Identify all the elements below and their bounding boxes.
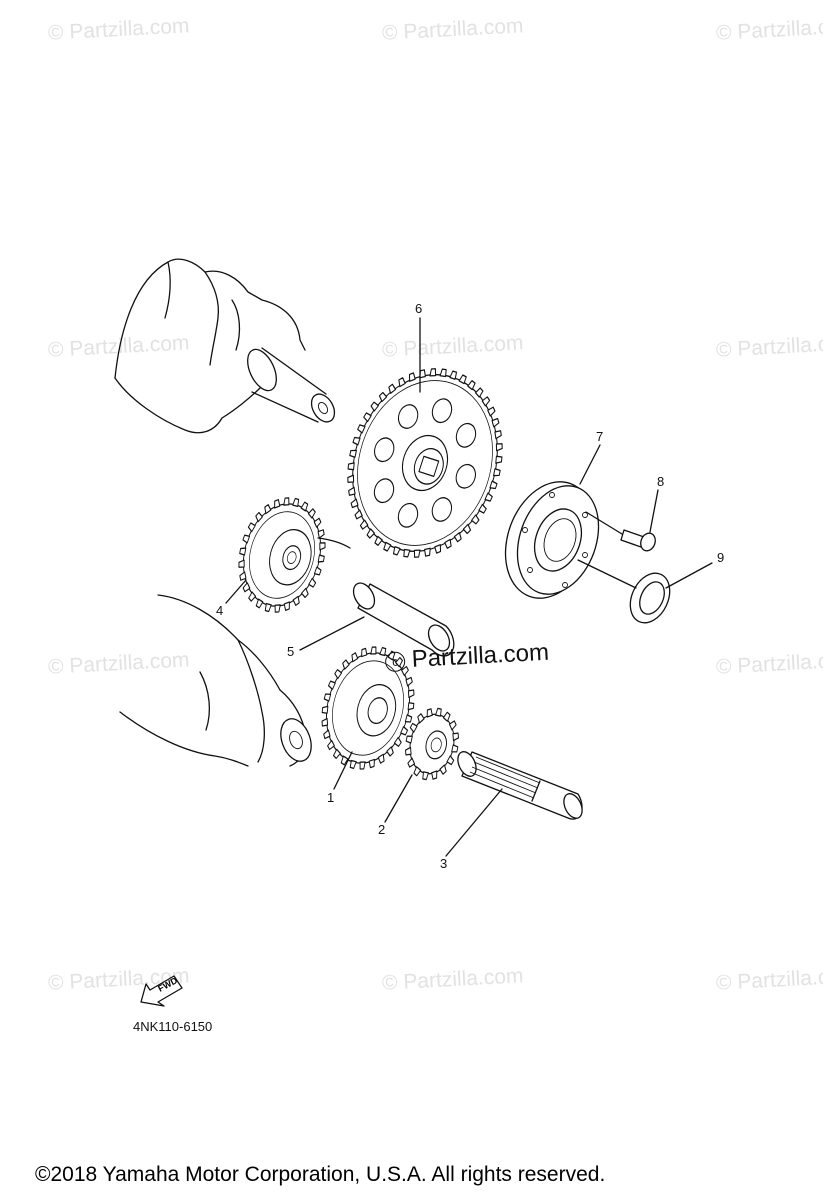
gear-4-illustration (238, 497, 351, 613)
gear-tooth (405, 734, 413, 744)
pin-5-illustration (352, 582, 455, 657)
gear-tooth (495, 442, 503, 452)
callout-2: 2 (378, 822, 386, 837)
gear-tooth (350, 498, 359, 510)
gear-tooth (434, 707, 443, 717)
gear-tooth (360, 647, 368, 658)
washer-9-illustration (577, 559, 671, 624)
crankcase-illustration (119, 594, 312, 767)
gear-tooth (402, 548, 411, 558)
gear-tooth (283, 497, 291, 506)
gear-tooth (439, 368, 448, 378)
gear-tooth (408, 371, 416, 382)
gear-tooth (321, 717, 329, 728)
gear-tooth (321, 705, 329, 715)
center-watermark-text: Partzilla.com (411, 638, 550, 673)
gear-tooth (458, 373, 468, 385)
callout-4: 4 (216, 603, 224, 618)
bolt-8-illustration (585, 511, 656, 552)
gear-tooth (273, 498, 281, 509)
gear-tooth (434, 544, 442, 555)
gear-tooth (423, 547, 432, 557)
callout-8: 8 (657, 474, 665, 489)
crankshaft-illustration (114, 258, 336, 434)
starter-clutch-7-illustration (504, 481, 600, 599)
callout-6: 6 (415, 301, 423, 316)
callout-3: 3 (440, 856, 448, 871)
callout-leaders (225, 317, 713, 857)
gear-tooth (426, 707, 433, 718)
gear-tooth (273, 604, 281, 613)
gear-tooth (238, 546, 247, 556)
gear-tooth (421, 771, 430, 781)
gear-tooth (370, 646, 378, 655)
gear-tooth (319, 541, 326, 551)
gear-tooth (429, 368, 437, 377)
gear-tooth (347, 474, 355, 484)
gear-tooth (404, 746, 412, 757)
gear-tooth (405, 676, 414, 687)
gear-6-illustration (347, 368, 503, 558)
copyright-circle-icon: c (384, 650, 406, 672)
gear-tooth (451, 744, 459, 754)
callout-5: 5 (287, 644, 295, 659)
gear-tooth (431, 770, 438, 781)
gear-tooth (413, 549, 421, 558)
gear-tooth (347, 462, 355, 471)
gear-tooth (238, 559, 245, 569)
gear-tooth (317, 528, 326, 539)
copyright-notice: ©2018 Yamaha Motor Corporation, U.S.A. A… (35, 1163, 606, 1186)
callout-1: 1 (327, 790, 335, 805)
callout-9: 9 (717, 550, 725, 565)
gear-tooth (358, 761, 366, 770)
gear-tooth (452, 731, 460, 742)
gear-tooth (283, 601, 291, 612)
gear-tooth (382, 541, 392, 553)
part-code: 4NK110-6150 (133, 1019, 213, 1034)
gear-tooth (495, 455, 503, 464)
gear-tooth (322, 729, 331, 740)
gear-tooth (348, 449, 358, 458)
callout-7: 7 (596, 429, 604, 444)
gear-tooth (238, 571, 247, 582)
gear-tooth (317, 554, 326, 564)
gear-tooth (368, 758, 376, 769)
fwd-arrow-icon: FWD (140, 975, 183, 1007)
gear-2-illustration (404, 707, 460, 781)
gear-tooth (407, 688, 415, 699)
gear-tooth (492, 468, 502, 477)
gear-tooth (407, 701, 415, 711)
gear-tooth (491, 416, 500, 428)
shaft-3-illustration (457, 751, 583, 820)
gear-1-illustration (321, 646, 415, 770)
